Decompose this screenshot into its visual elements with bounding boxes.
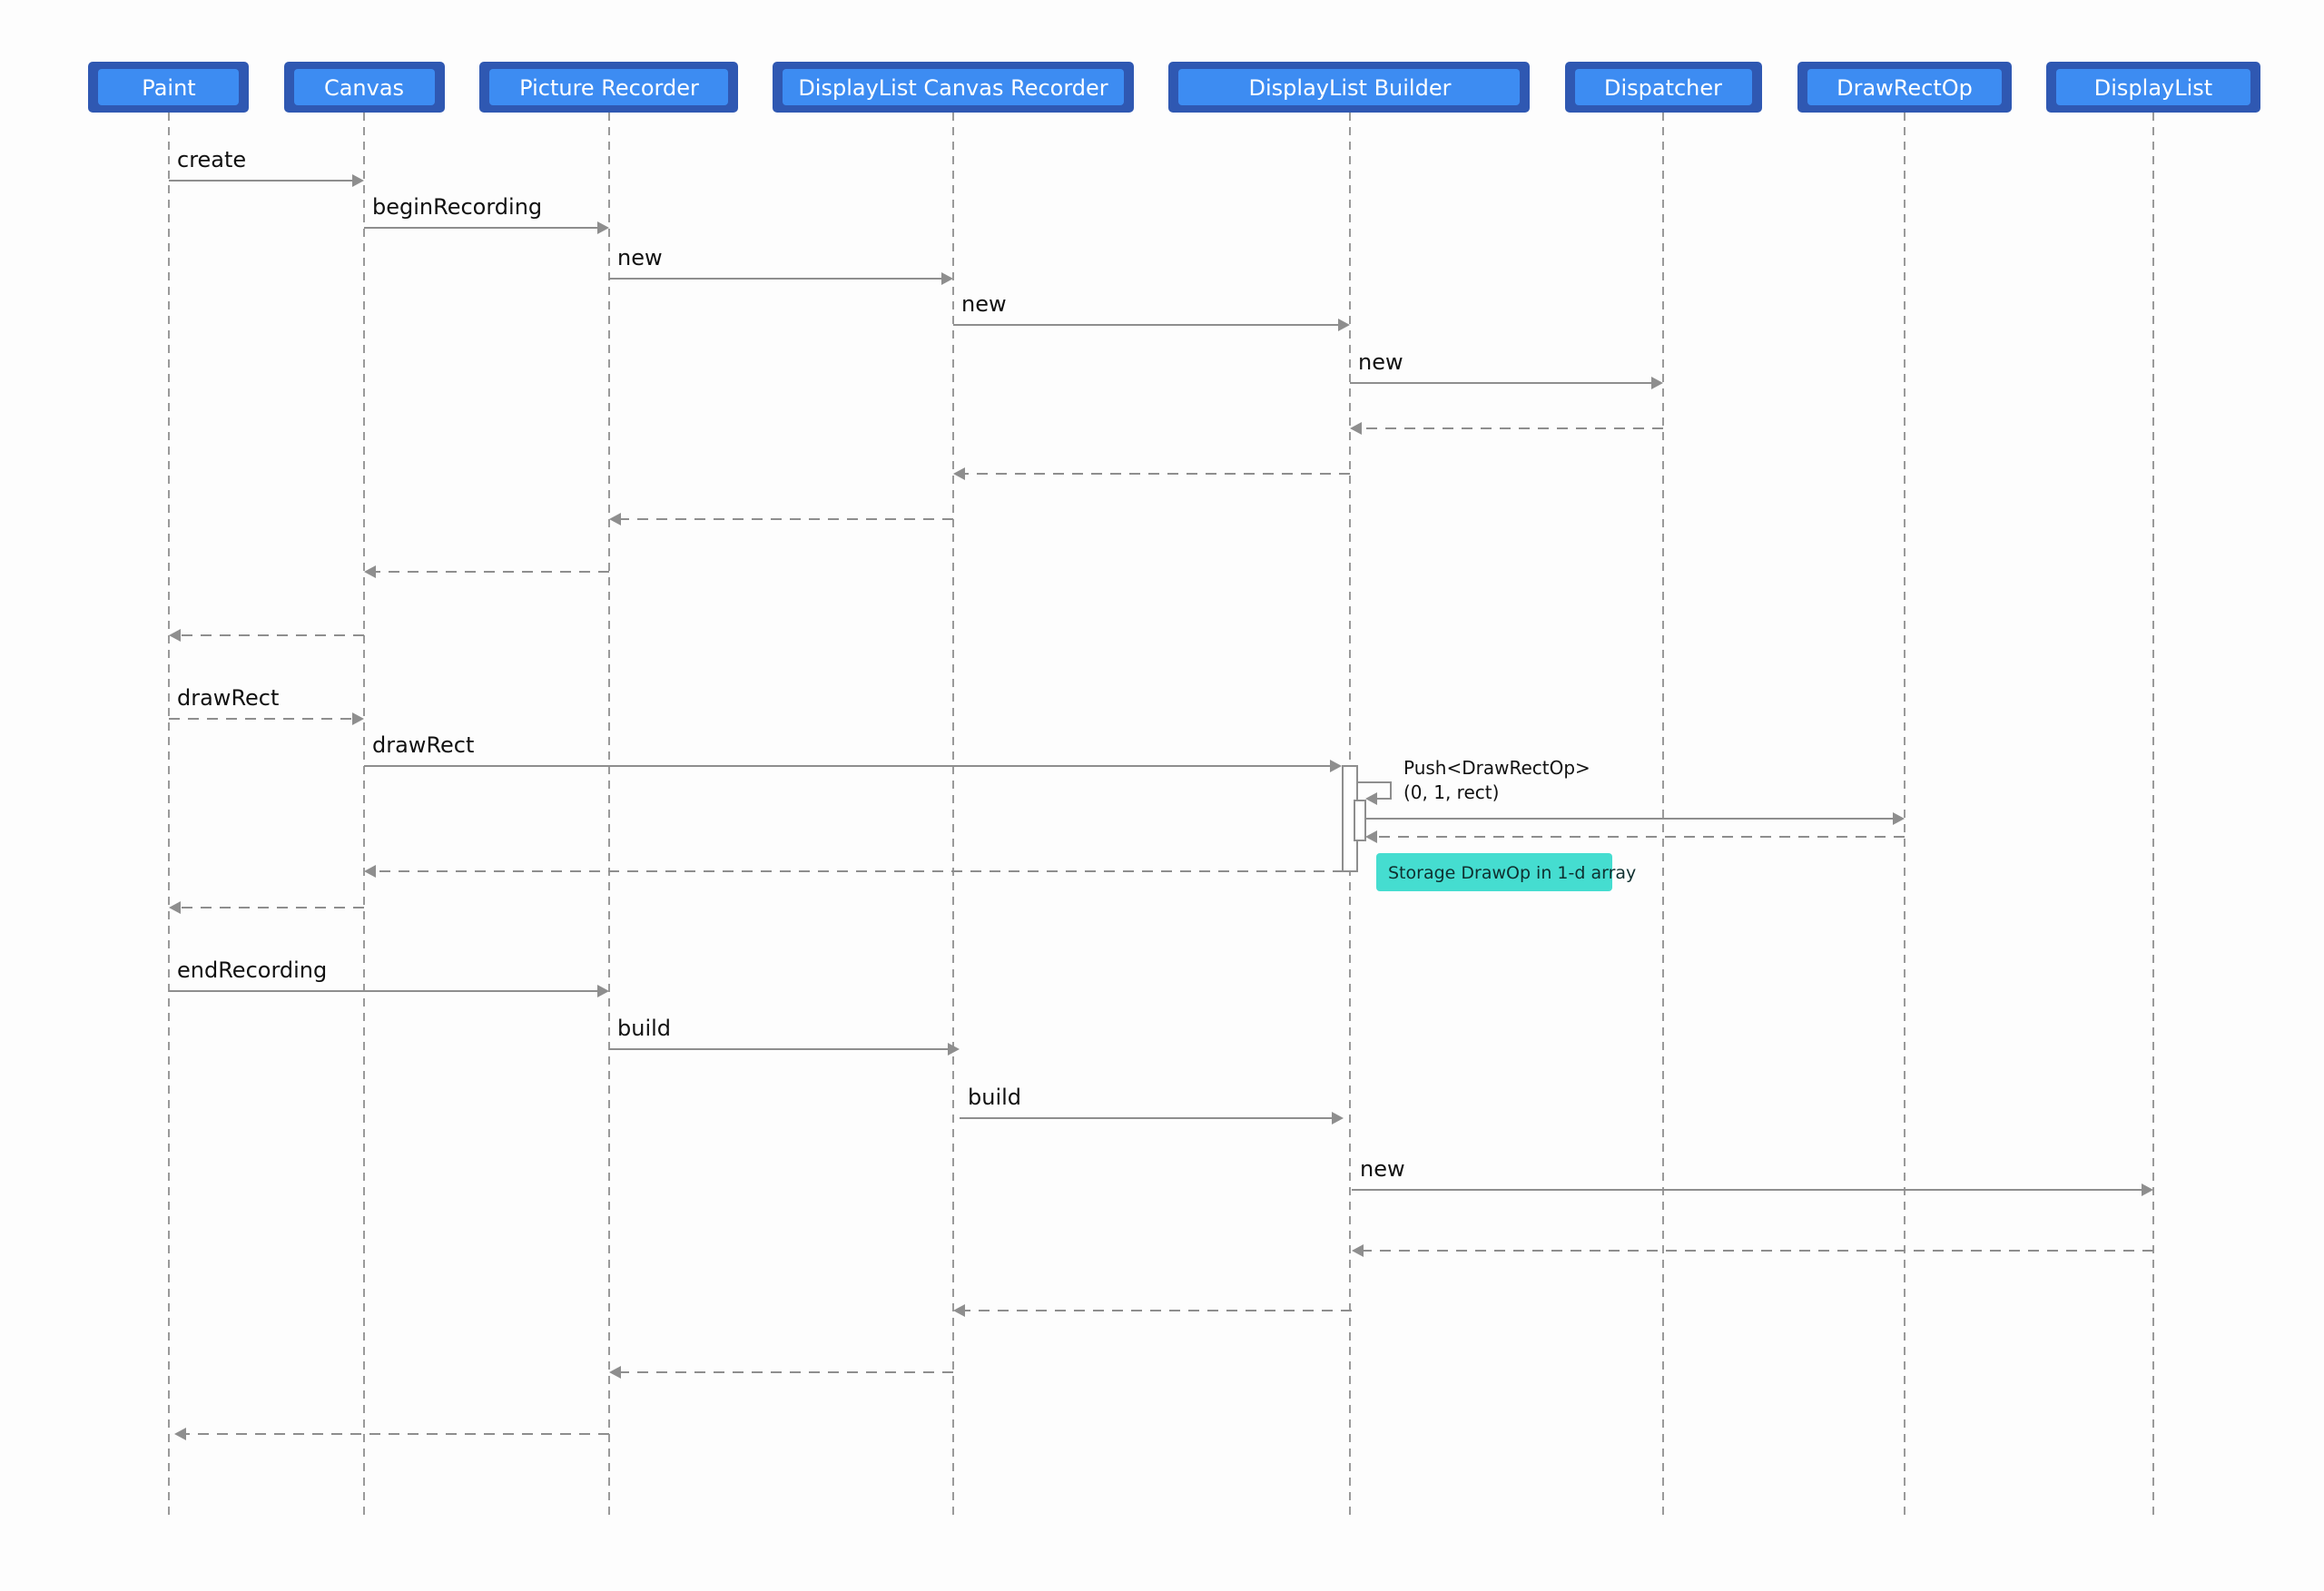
participant-label: Paint <box>142 75 195 101</box>
arrowhead <box>609 1366 621 1379</box>
note-box <box>1376 853 1612 891</box>
message-12: drawRect <box>364 732 1342 772</box>
message-16 <box>364 865 1344 878</box>
participant-fill <box>489 69 728 105</box>
self-message-args: (0, 1, rect) <box>1403 781 1499 803</box>
message-label: beginRecording <box>372 194 542 220</box>
arrowhead <box>953 467 965 480</box>
arrowhead <box>1352 1244 1364 1257</box>
participant-label: Canvas <box>324 75 404 101</box>
message-2: beginRecording <box>364 194 609 234</box>
message-7 <box>953 467 1350 480</box>
arrowhead <box>941 272 953 285</box>
note: Storage DrawOp in 1-d array <box>1376 853 1636 891</box>
arrowhead <box>953 1304 965 1317</box>
message-1: create <box>169 147 364 187</box>
participant-dispatcher: Dispatcher <box>1565 62 1762 113</box>
message-label: build <box>617 1016 671 1041</box>
arrowhead <box>1338 319 1350 331</box>
message-label: new <box>1360 1156 1405 1182</box>
message-8 <box>609 513 953 525</box>
participant-canvas: Canvas <box>284 62 445 113</box>
message-label: drawRect <box>177 685 279 711</box>
message-5: new <box>1350 349 1663 389</box>
arrowhead <box>352 712 364 725</box>
participant-fill <box>294 69 435 105</box>
participant-fill <box>1807 69 2002 105</box>
arrowhead <box>1893 812 1905 825</box>
arrowhead <box>1350 422 1362 435</box>
arrowhead <box>948 1043 960 1056</box>
arrowhead <box>174 1428 186 1440</box>
message-15 <box>1365 830 1905 843</box>
message-18: endRecording <box>169 958 609 997</box>
message-14 <box>1365 812 1905 825</box>
arrowhead <box>1330 760 1342 772</box>
participant-fill <box>2056 69 2250 105</box>
message-label: new <box>961 291 1007 317</box>
message-9 <box>364 565 609 578</box>
message-20: build <box>960 1085 1344 1125</box>
message-25 <box>174 1428 609 1440</box>
participant-fill <box>783 69 1124 105</box>
message-label: endRecording <box>177 958 327 983</box>
message-19: build <box>609 1016 960 1056</box>
message-10 <box>169 629 364 642</box>
message-3: new <box>609 245 953 285</box>
arrowhead <box>364 865 376 878</box>
activation-bar-nested <box>1354 800 1366 841</box>
participant-paint: Paint <box>88 62 249 113</box>
arrowhead <box>352 174 364 187</box>
arrowhead <box>364 565 376 578</box>
participants: Paint Canvas Picture Recorder DisplayList C… <box>88 62 2260 113</box>
arrowhead <box>1332 1112 1344 1125</box>
message-11: drawRect <box>169 685 364 725</box>
message-21: new <box>1352 1156 2153 1196</box>
participant-displaylist: DisplayList <box>2046 62 2260 113</box>
self-message-line <box>1358 781 1392 800</box>
arrowhead <box>1365 830 1377 843</box>
lifelines <box>168 113 2154 1516</box>
arrowhead <box>597 221 609 234</box>
message-6 <box>1350 422 1663 435</box>
message-label: new <box>617 245 663 270</box>
arrowhead <box>2142 1183 2153 1196</box>
message-23 <box>953 1304 1352 1317</box>
participant-fill <box>1575 69 1752 105</box>
participant-fill <box>1178 69 1520 105</box>
message-13: Push<DrawRectOp>(0, 1, rect) <box>1358 757 1590 805</box>
participant-dl-builder: DisplayList Builder <box>1168 62 1530 113</box>
arrowhead <box>169 629 181 642</box>
participant-picture-recorder: Picture Recorder <box>479 62 738 113</box>
self-message-label: Push<DrawRectOp> <box>1403 757 1590 779</box>
activations <box>1342 765 1366 872</box>
message-label: build <box>968 1085 1021 1110</box>
messages: create beginRecording new new new drawRect dra… <box>169 147 2153 1440</box>
participant-label: DisplayList <box>2094 75 2212 101</box>
arrowhead <box>1365 792 1377 805</box>
participant-label: Dispatcher <box>1604 75 1722 101</box>
participant-label: Picture Recorder <box>519 75 699 101</box>
arrowhead <box>1651 377 1663 389</box>
arrowhead <box>609 513 621 525</box>
message-24 <box>609 1366 953 1379</box>
participant-label: DisplayList Builder <box>1249 75 1452 101</box>
participant-label: DisplayList Canvas Recorder <box>798 75 1108 101</box>
message-4: new <box>953 291 1350 331</box>
message-17 <box>169 901 364 914</box>
message-label: drawRect <box>372 732 474 758</box>
participant-drawrectop: DrawRectOp <box>1797 62 2012 113</box>
arrowhead <box>169 901 181 914</box>
participant-dl-canvas-recorder: DisplayList Canvas Recorder <box>773 62 1134 113</box>
participant-label: DrawRectOp <box>1837 75 1973 101</box>
message-22 <box>1352 1244 2153 1257</box>
arrowhead <box>597 985 609 997</box>
message-label: create <box>177 147 246 172</box>
participant-fill <box>98 69 239 105</box>
message-label: new <box>1358 349 1403 375</box>
note-text: Storage DrawOp in 1-d array <box>1388 863 1636 883</box>
